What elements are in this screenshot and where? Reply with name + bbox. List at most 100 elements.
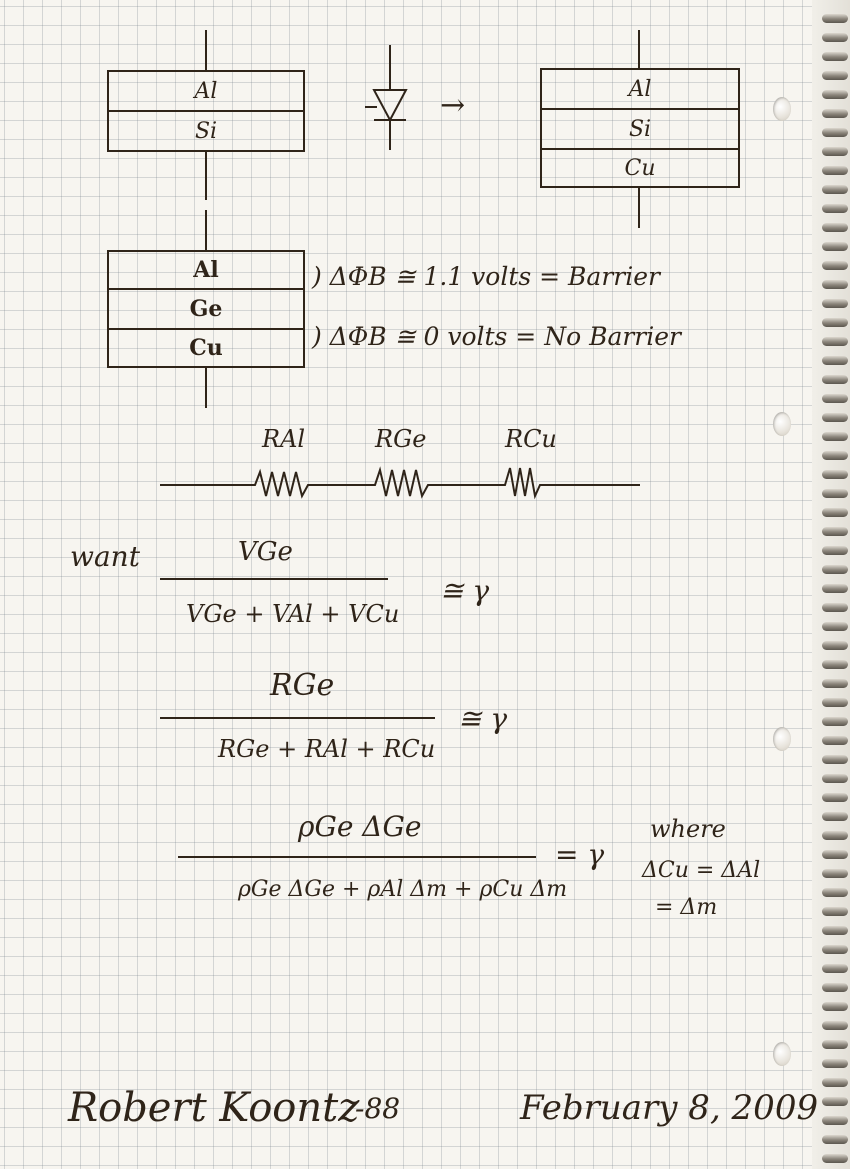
- barrier-note: ) ΔΦB ≅ 1.1 volts = Barrier: [312, 262, 660, 291]
- spiral-coil: [822, 964, 848, 973]
- no-barrier-note: ) ΔΦB ≅ 0 volts = No Barrier: [312, 322, 681, 351]
- resistor-label: RAl: [262, 425, 306, 453]
- spiral-coil: [822, 261, 848, 270]
- eq3-fraction-bar: [178, 856, 536, 858]
- eq2-denominator: RGe + RAl + RCu: [218, 735, 436, 763]
- spiral-coil: [822, 527, 848, 536]
- spiral-coil: [822, 1002, 848, 1011]
- spiral-coil: [822, 907, 848, 916]
- punch-hole: [773, 97, 791, 121]
- layer-label: Si: [194, 118, 218, 144]
- spiral-coil: [822, 869, 848, 878]
- resistor-label: RCu: [505, 425, 557, 453]
- spiral-coil: [822, 622, 848, 631]
- spiral-coil: [822, 432, 848, 441]
- spiral-coil: [822, 1021, 848, 1030]
- eq3-numerator: ρGe ΔGe: [298, 810, 422, 843]
- eq2-rhs: ≅ γ: [458, 702, 508, 735]
- want-label: want: [70, 540, 140, 573]
- spiral-coil: [822, 1116, 848, 1125]
- spiral-coil: [822, 546, 848, 555]
- spiral-coil: [822, 166, 848, 175]
- spiral-coil: [822, 831, 848, 840]
- eq3-denominator: ρGe ΔGe + ρAl Δm + ρCu Δm: [238, 877, 568, 902]
- spiral-coil: [822, 356, 848, 365]
- where-condition: = Δm: [655, 895, 718, 920]
- spiral-coil: [822, 223, 848, 232]
- spiral-coil: [822, 71, 848, 80]
- spiral-coil: [822, 318, 848, 327]
- arrow-icon: →: [440, 88, 466, 123]
- lead-wire: [205, 368, 207, 408]
- spiral-binding: [812, 0, 850, 1169]
- spiral-coil: [822, 299, 848, 308]
- spiral-coil: [822, 375, 848, 384]
- punch-hole: [773, 1042, 791, 1066]
- eq1-denominator: VGe + VAl + VCu: [186, 600, 400, 628]
- spiral-coil: [822, 565, 848, 574]
- spiral-coil: [822, 603, 848, 612]
- lead-wire: [205, 210, 207, 250]
- lead-wire: [205, 152, 207, 200]
- spiral-coil: [822, 394, 848, 403]
- page-number: -88: [355, 1092, 401, 1125]
- spiral-coil: [822, 1097, 848, 1106]
- spiral-coil: [822, 755, 848, 764]
- eq2-fraction-bar: [160, 717, 435, 719]
- where-label: where: [650, 815, 726, 843]
- spiral-coil: [822, 109, 848, 118]
- layer-label: Si: [542, 110, 738, 150]
- spiral-coil: [822, 413, 848, 422]
- spiral-coil: [822, 584, 848, 593]
- eq1-rhs: ≅ γ: [440, 574, 490, 607]
- spiral-coil: [822, 52, 848, 61]
- spiral-coil: [822, 1078, 848, 1087]
- lead-wire: [205, 30, 207, 70]
- spiral-coil: [822, 774, 848, 783]
- punch-hole: [773, 412, 791, 436]
- punch-hole: [773, 727, 791, 751]
- diode-icon: [365, 45, 408, 150]
- spiral-coil: [822, 888, 848, 897]
- eq1-numerator: VGe: [238, 537, 293, 567]
- spiral-coil: [822, 185, 848, 194]
- layer-label: Al: [109, 252, 303, 290]
- spiral-coil: [822, 14, 848, 23]
- spiral-coil: [822, 90, 848, 99]
- spiral-coil: [822, 470, 848, 479]
- layer-label: Cu: [189, 335, 223, 361]
- resistor-chain-icon: [160, 466, 640, 500]
- lead-wire: [638, 188, 640, 228]
- lead-wire: [638, 30, 640, 68]
- spiral-coil: [822, 128, 848, 137]
- spiral-coil: [822, 1154, 848, 1163]
- eq2-numerator: RGe: [270, 668, 335, 703]
- spiral-coil: [822, 147, 848, 156]
- spiral-coil: [822, 1040, 848, 1049]
- spiral-coil: [822, 983, 848, 992]
- spiral-coil: [822, 508, 848, 517]
- spiral-coil: [822, 812, 848, 821]
- spiral-coil: [822, 736, 848, 745]
- eq3-rhs: = γ: [555, 838, 605, 871]
- spiral-coil: [822, 926, 848, 935]
- spiral-coil: [822, 1059, 848, 1068]
- spiral-coil: [822, 679, 848, 688]
- layer-label: Cu: [624, 155, 656, 181]
- resistor-label: RGe: [375, 425, 427, 453]
- spiral-coil: [822, 698, 848, 707]
- spiral-coil: [822, 660, 848, 669]
- spiral-coil: [822, 945, 848, 954]
- layer-label: Al: [109, 72, 303, 112]
- spiral-coil: [822, 33, 848, 42]
- spiral-coil: [822, 1135, 848, 1144]
- spiral-coil: [822, 717, 848, 726]
- layer-label: Al: [542, 70, 738, 110]
- spiral-coil: [822, 280, 848, 289]
- spiral-coil: [822, 793, 848, 802]
- spiral-coil: [822, 489, 848, 498]
- spiral-coil: [822, 850, 848, 859]
- layer-label: Ge: [109, 290, 303, 330]
- spiral-coil: [822, 242, 848, 251]
